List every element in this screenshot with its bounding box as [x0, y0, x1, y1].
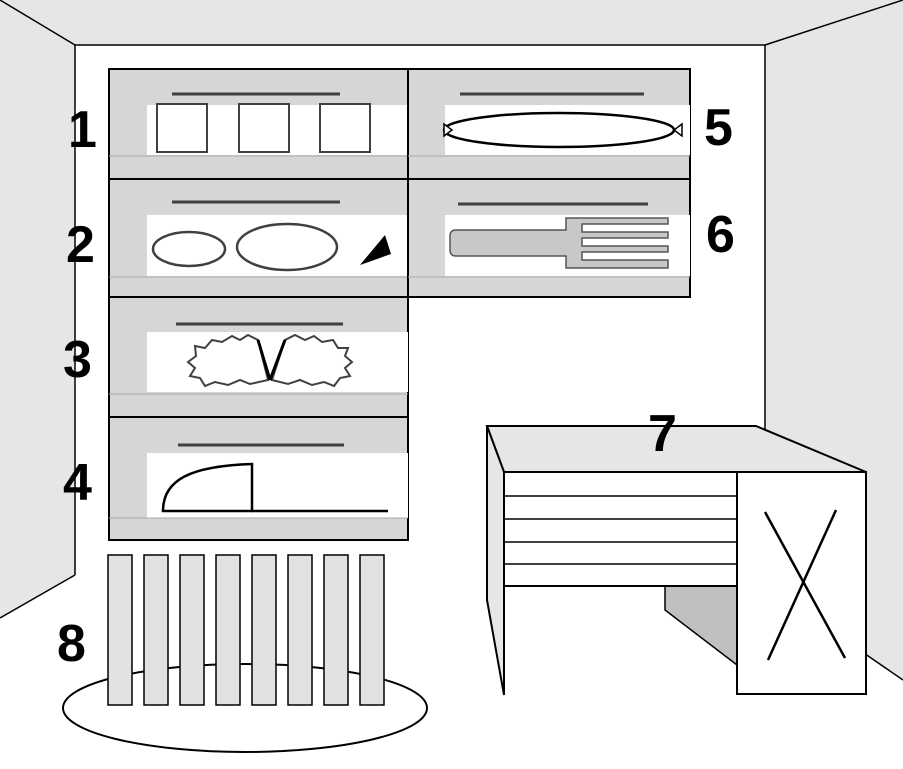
ceiling: [0, 0, 903, 45]
label-shelf-5: 5: [704, 99, 733, 157]
corner-top-left: [0, 0, 76, 46]
label-desk: 7: [648, 405, 677, 463]
desk-drawer-front: [503, 471, 738, 587]
long-ellipse-icon: [442, 111, 683, 149]
desk: [485, 425, 867, 696]
fork-icon: [449, 217, 669, 269]
square-boxes-icon: [156, 103, 371, 153]
label-shelf-4: 4: [63, 454, 92, 512]
label-radiator: 8: [57, 615, 86, 673]
label-shelf-3: 3: [63, 331, 92, 389]
shelf-5: [407, 68, 691, 180]
floor-left-edge: [0, 574, 76, 619]
desk-cabinet-front: [736, 471, 867, 695]
label-shelf-6: 6: [706, 206, 735, 264]
shelf-2: [108, 178, 409, 298]
shelf-3: [108, 296, 409, 418]
shelf-unit-right: [407, 68, 691, 298]
corner-top-right: [764, 0, 903, 46]
shelf-6: [407, 178, 691, 298]
desk-inner-shadow: [664, 585, 738, 667]
leaf-pair-icon: [186, 333, 354, 388]
ellipses-and-triangle-icon: [151, 222, 391, 272]
shoe-profile-icon: [161, 462, 388, 513]
label-shelf-1: 1: [68, 101, 97, 159]
shelf-1: [108, 68, 409, 180]
shelf-4: [108, 416, 409, 541]
radiator: [62, 554, 428, 753]
left-wall: [0, 0, 75, 618]
shelf-unit-left: [108, 68, 409, 541]
label-shelf-2: 2: [66, 216, 95, 274]
desk-left-side: [486, 425, 505, 696]
x-mark-icon: [763, 509, 847, 661]
